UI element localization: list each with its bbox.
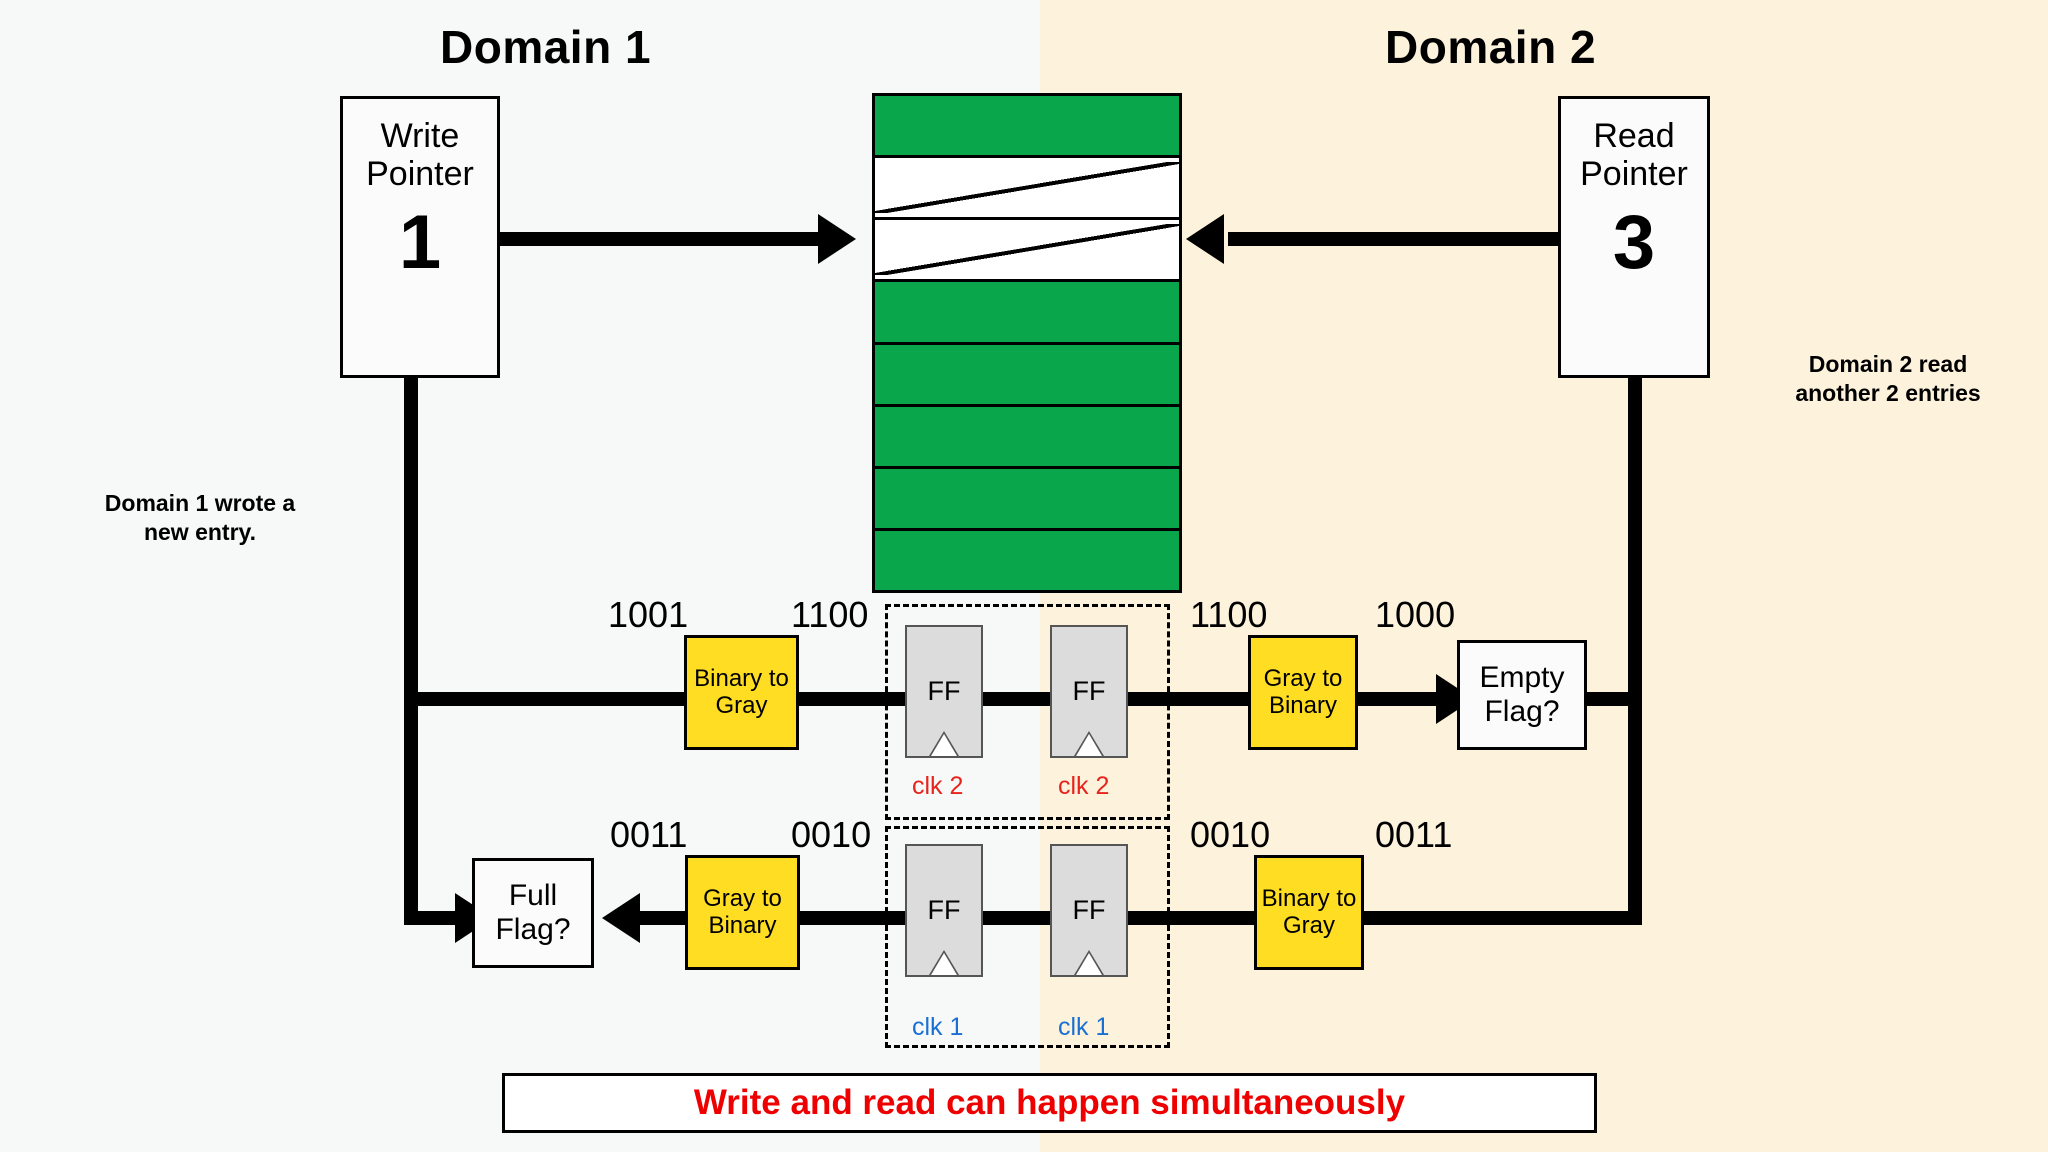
read-pointer-label-line2: Pointer [1580,155,1688,194]
read-pointer-arrow-line [1228,232,1560,246]
domain-2-background [1040,0,2048,1152]
bottom-ff2-label: FF [1072,895,1106,926]
read-pointer-value: 3 [1612,200,1656,286]
top-b2g-line1: Binary to [694,664,789,692]
top-line-b2g-to-ff1 [794,692,912,706]
bottom-b2g-line2: Gray [1282,911,1335,939]
read-pointer-arrow-head [1186,214,1224,264]
top-ff2-clock-triangle [1076,734,1102,756]
fifo-cell-3-full [875,282,1179,345]
write-pointer-box[interactable]: Write Pointer 1 [340,96,500,378]
bottom-line-g2b-to-flag [640,911,688,925]
bottom-value-2: 0010 [791,814,872,855]
write-pointer-label-line1: Write [380,117,460,155]
full-flag-line2: Flag? [495,913,571,946]
bottom-b2g-line1: Binary to [1261,884,1357,912]
top-g2b-line2: Binary [1268,691,1337,719]
bottom-gray-to-binary-label: Gray to Binary [703,884,782,940]
bottom-ff2-clk-label: clk 1 [1058,1013,1110,1041]
domain-2-annotation-line2: another 2 entries [1795,379,1981,406]
top-gray-to-binary-label: Gray to Binary [1263,664,1343,720]
domain-2-annotation: Domain 2 read another 2 entries [1748,350,2028,408]
top-g2b-line1: Gray to [1263,664,1343,692]
bottom-banner-text: Write and read can happen simultaneously [693,1083,1406,1122]
domain-1-annotation-line2: new entry. [143,518,257,545]
bottom-value-3: 0010 [1190,814,1271,855]
top-binary-to-gray-box[interactable]: Binary to Gray [684,635,799,750]
bottom-gray-to-binary-box[interactable]: Gray to Binary [685,855,800,970]
top-ff1-label: FF [927,676,961,707]
read-pointer-label-line1: Read [1593,117,1675,155]
full-flag-box[interactable]: Full Flag? [472,858,594,968]
write-pointer-arrow-line [500,232,820,246]
bottom-binary-to-gray-box[interactable]: Binary to Gray [1254,855,1364,970]
empty-flag-label: Empty Flag? [1479,661,1564,728]
bottom-binary-to-gray-label: Binary to Gray [1261,884,1357,940]
top-line-g2b-to-flag [1348,692,1438,706]
full-flag-line1: Full [508,879,558,913]
top-ff1-clk-label: clk 2 [912,772,964,800]
read-pointer-label: Read Pointer [1580,117,1688,193]
domain-1-annotation: Domain 1 wrote a new entry. [60,489,340,547]
bottom-ff1-clock-triangle [931,953,957,975]
fifo-cell-4-full [875,344,1179,407]
top-value-2: 1100 [791,594,869,635]
top-line-ff2-to-g2b [1100,692,1250,706]
read-pointer-box[interactable]: Read Pointer 3 [1558,96,1710,378]
fifo-memory-block [872,93,1182,593]
write-bus-to-b2g-line [404,692,684,706]
write-pointer-label: Write Pointer [366,117,474,193]
fifo-cell-6-full [875,468,1179,531]
domain-1-title: Domain 1 [440,21,652,73]
bottom-ff2-clock-triangle [1076,953,1102,975]
top-gray-to-binary-box[interactable]: Gray to Binary [1248,635,1358,750]
read-bus-to-empty-flag-line [1575,692,1635,706]
top-ff1-clock-triangle [931,734,957,756]
bottom-line-ff1-to-g2b [795,911,913,925]
write-pointer-bus-vertical [404,375,418,925]
empty-flag-line2: Flag? [1484,695,1560,728]
fifo-cell-5-full [875,406,1179,469]
write-pointer-value: 1 [398,200,442,286]
domain-1-annotation-line1: Domain 1 wrote a [104,490,296,516]
bottom-flipflop-2[interactable]: FF [1050,844,1128,977]
domain-2-annotation-line1: Domain 2 read [1808,351,1968,377]
bottom-banner: Write and read can happen simultaneously [502,1073,1597,1133]
top-b2g-line2: Gray [715,691,768,719]
write-pointer-arrow-head [818,214,856,264]
bottom-value-1: 0011 [610,814,688,855]
read-bus-to-b2g-line [1360,911,1642,925]
top-value-3: 1100 [1190,594,1268,635]
write-pointer-label-line2: Pointer [366,155,474,194]
empty-flag-box[interactable]: Empty Flag? [1457,640,1587,750]
read-pointer-bus-vertical [1628,375,1642,925]
bottom-g2b-line1: Gray to [703,884,782,912]
empty-flag-line1: Empty [1479,661,1565,695]
bottom-g2b-line2: Binary [708,911,777,939]
bottom-ff1-clk-label: clk 1 [912,1013,964,1041]
full-flag-arrow-head [602,893,640,943]
bottom-line-b2g-to-ff2 [1100,911,1262,925]
fifo-cell-2-empty [875,220,1179,283]
fifo-cell-1-empty [875,158,1179,221]
top-ff2-label: FF [1072,676,1106,707]
write-bus-to-full-flag-line [404,911,459,925]
top-value-4: 1000 [1375,594,1456,635]
full-flag-label: Full Flag? [495,879,570,946]
top-value-1: 1001 [608,594,689,635]
bottom-flipflop-1[interactable]: FF [905,844,983,977]
top-flipflop-2[interactable]: FF [1050,625,1128,758]
top-flipflop-1[interactable]: FF [905,625,983,758]
fifo-cell-7-full [875,530,1179,590]
top-binary-to-gray-label: Binary to Gray [694,664,789,720]
bottom-ff1-label: FF [927,895,961,926]
bottom-value-4: 0011 [1375,814,1453,855]
top-synchronizer-region [885,604,1170,820]
top-ff2-clk-label: clk 2 [1058,772,1110,800]
bottom-synchronizer-region [885,826,1170,1048]
domain-2-title: Domain 2 [1385,21,1597,73]
fifo-cell-0-full [875,96,1179,159]
